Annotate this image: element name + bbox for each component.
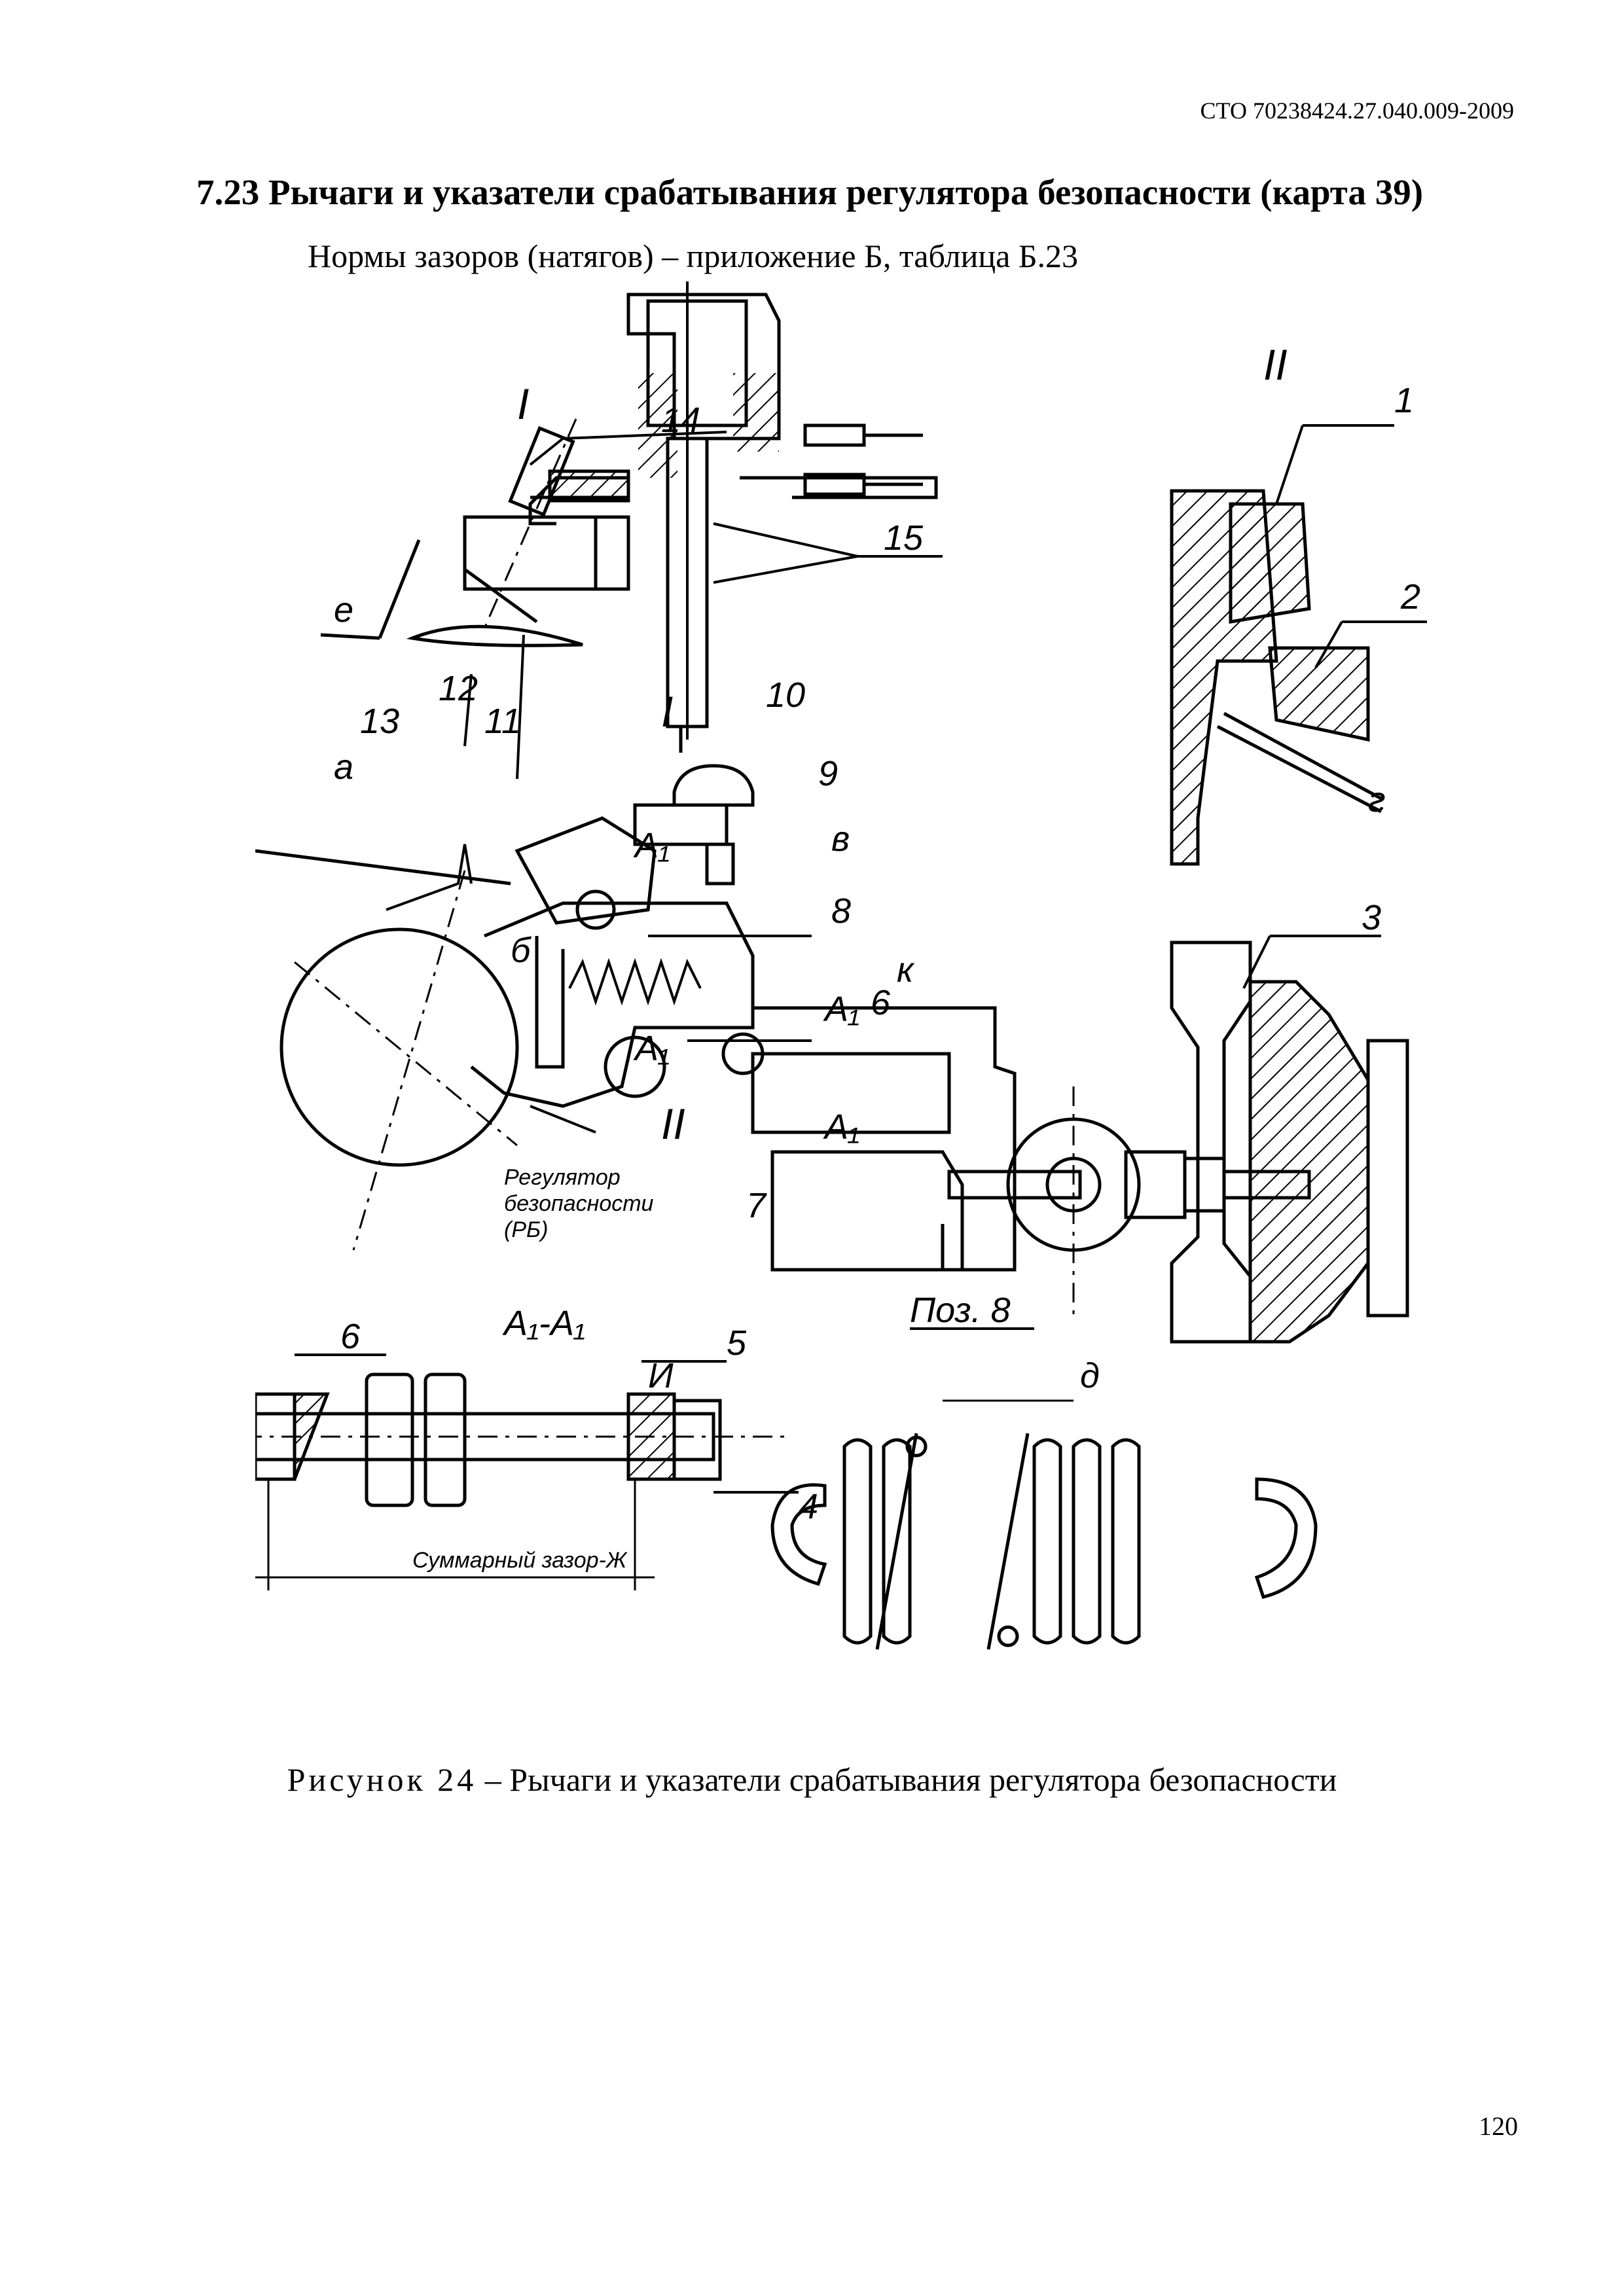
figure-caption: Рисунок 24 – Рычаги и указатели срабатыв… — [0, 1761, 1624, 1799]
gap-k-label: к — [897, 950, 915, 990]
servo-assembly — [528, 281, 943, 753]
section-a1-a1 — [255, 1354, 799, 1590]
label-9: 9 — [818, 754, 838, 793]
section-mark-a1-left: A₁ — [633, 1029, 670, 1068]
section-heading: 7.23 Рычаги и указатели срабатывания рег… — [196, 172, 1424, 212]
gap-i-label: И — [648, 1356, 674, 1395]
section-title-a1-a1: A₁-A₁ — [502, 1304, 585, 1343]
section-mark-a1-top: A₁ — [633, 826, 670, 865]
label-5: 5 — [727, 1323, 747, 1363]
label-1: 1 — [1394, 381, 1414, 420]
gap-e-label: е — [334, 590, 353, 630]
gap-a-label: а — [334, 747, 353, 787]
gap-b-label: б — [511, 931, 532, 970]
label-7: 7 — [746, 1186, 767, 1225]
view-i-detail — [320, 418, 727, 647]
safety-regulator-circle — [280, 927, 519, 1167]
label-13: 13 — [360, 702, 399, 741]
section-mark-a1-bottom: A₁ — [823, 1107, 859, 1147]
label-10: 10 — [766, 675, 805, 715]
view-ii-section-label: II — [661, 1100, 685, 1148]
spring-position-8 — [770, 1327, 1318, 1650]
regulator-mechanism — [255, 634, 765, 1251]
technical-drawing: I II 14 1 2 г 3 15 е 12 11 13 а I 10 9 в… — [255, 281, 1447, 1741]
gap-g-label: г — [1368, 780, 1386, 819]
label-6-main: 6 — [871, 983, 891, 1022]
document-code: СТО 70238424.27.040.009-2009 — [1200, 98, 1514, 124]
label-8: 8 — [831, 891, 851, 931]
lower-assembly — [530, 935, 1311, 1316]
label-3: 3 — [1362, 898, 1381, 937]
gap-d-label: д — [1080, 1356, 1100, 1395]
label-4: 4 — [799, 1487, 818, 1526]
view-ii-label: II — [1263, 340, 1288, 389]
section-mark-a1-right: A₁ — [823, 990, 859, 1029]
section-subheading: Нормы зазоров (натягов) – приложение Б, … — [308, 238, 1079, 274]
label-12: 12 — [439, 669, 478, 708]
label-2: 2 — [1400, 577, 1420, 617]
total-gap-label: Суммарный зазор-Ж — [412, 1548, 628, 1573]
label-15: 15 — [884, 518, 924, 558]
label-14: 14 — [661, 401, 700, 440]
label-6-section: 6 — [340, 1317, 361, 1356]
view-ii-detail — [1170, 424, 1427, 866]
coupling-flange — [1170, 935, 1409, 1344]
regulator-label-line1: Регулятор — [504, 1165, 621, 1190]
position-8-title: Поз. 8 — [910, 1291, 1011, 1330]
page-number: 120 — [1479, 2111, 1518, 2141]
figure-caption-number: Рисунок 24 — [287, 1761, 477, 1798]
label-11: 11 — [484, 702, 521, 741]
view-i-section-label: I — [661, 687, 673, 736]
gap-v-label: в — [831, 819, 850, 859]
view-i-label: I — [517, 380, 529, 428]
regulator-label-line2: безопасности — [504, 1191, 654, 1216]
figure-caption-text: – Рычаги и указатели срабатывания регуля… — [477, 1761, 1337, 1798]
regulator-label-line3: (РБ) — [504, 1217, 548, 1242]
